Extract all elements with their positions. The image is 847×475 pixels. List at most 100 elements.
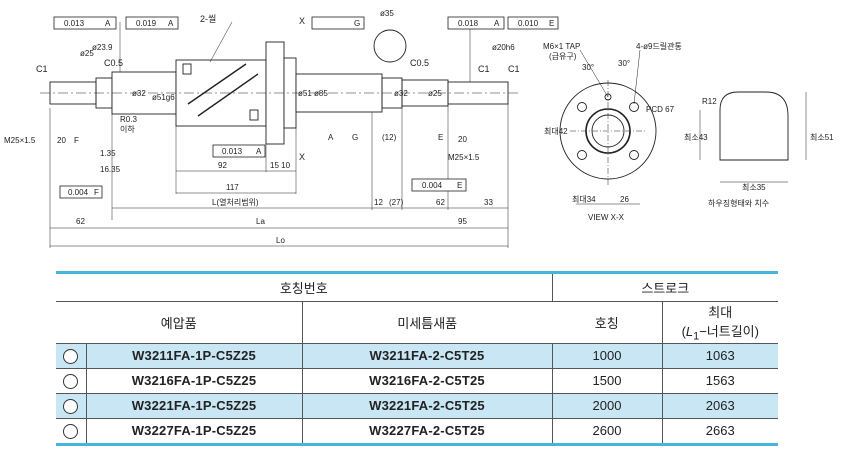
datum-a: A: [328, 133, 334, 142]
table-row: W3211FA-1P-C5Z25 W3211FA-2-C5T25 1000 10…: [56, 343, 779, 369]
dia-85: ø85: [314, 89, 328, 98]
table-row: W3221FA-1P-C5Z25 W3221FA-2-C5T25 2000 20…: [56, 393, 779, 419]
header-max-sub-index: 1: [693, 330, 700, 343]
preload-part: W3216FA-1P-C5Z25: [85, 368, 302, 394]
ball-screw-drawing: 0.013 A 0.019 A 0.018 A 0.010 E G 0.013 …: [4, 9, 834, 248]
header-max-sub-rest: −너트길이): [699, 324, 759, 339]
dim-20-left: 20: [57, 136, 66, 145]
dia-23-9: ø23.9: [92, 43, 113, 52]
dia-20h6: ø20h6: [492, 43, 515, 52]
dia-25-left: ø25: [80, 49, 94, 58]
row-select-radio[interactable]: [56, 393, 86, 419]
table-row: W3227FA-1P-C5Z25 W3227FA-2-C5T25 2600 26…: [56, 418, 779, 446]
max-42: 최대42: [544, 126, 568, 136]
c1-right: C1: [478, 64, 490, 74]
c1-left: C1: [36, 64, 48, 74]
tol-datum-g: G: [354, 19, 360, 28]
max-stroke: 2063: [661, 393, 779, 419]
tol-datum-2: A: [168, 19, 174, 28]
micro-part: W3211FA-2-C5T25: [301, 343, 553, 369]
la-label: La: [256, 217, 265, 226]
header-stroke: 스트로크: [551, 271, 779, 302]
header-max-sub: (L1−너트길이): [663, 321, 779, 343]
table-row: W3216FA-1P-C5Z25 W3216FA-2-C5T25 1500 15…: [56, 368, 779, 394]
row-select-radio[interactable]: [56, 418, 86, 446]
view-title: VIEW X-X: [588, 213, 625, 222]
thread-left: M25×1.5: [4, 136, 36, 145]
header-part-number: 호칭번호: [56, 271, 553, 302]
lo-label: Lo: [276, 236, 285, 245]
dim-16-35: 16.35: [100, 165, 121, 174]
dim-26: 26: [620, 195, 629, 204]
tap-sub-label: (급유구): [549, 52, 577, 61]
technical-drawing: 0.013 A 0.019 A 0.018 A 0.010 E G 0.013 …: [4, 9, 834, 248]
micro-part: W3216FA-2-C5T25: [301, 368, 553, 394]
housing-shape: [719, 91, 789, 161]
datum-g: G: [352, 133, 358, 142]
tol-datum-5: A: [256, 147, 262, 156]
section-circle: [373, 29, 407, 63]
angle-2: 30°: [618, 59, 630, 68]
dia-51: ø51: [298, 89, 312, 98]
tap-label: M6×1 TAP: [543, 42, 580, 51]
dim-33: 33: [484, 198, 493, 207]
dia-35: ø35: [380, 9, 394, 18]
c1-right2: C1: [508, 64, 520, 74]
dim-12: 12: [374, 198, 383, 207]
dim-95: 95: [458, 217, 467, 226]
preload-part: W3221FA-1P-C5Z25: [85, 393, 302, 419]
preload-part: W3227FA-1P-C5Z25: [85, 418, 302, 446]
spec-table-wrapper: 호칭번호 스트로크 호칭 최대 (L1−너트길이) 예압품 미세틈새품 W321…: [56, 271, 779, 446]
radio-icon[interactable]: [63, 348, 79, 364]
micro-part: W3227FA-2-C5T25: [301, 418, 553, 446]
header-nominal: 호칭: [552, 301, 663, 344]
thread-length-label: L(열처리범위): [212, 197, 259, 207]
header-max-sub-l: L: [685, 324, 694, 339]
header-preload: 예압품: [56, 301, 302, 344]
dia-32-left: ø32: [132, 89, 146, 98]
tol-frame-2: 0.019: [136, 19, 157, 28]
nominal-stroke: 1500: [551, 368, 663, 394]
dim-62-left: 62: [76, 217, 85, 226]
pcd-label: PCD 67: [646, 105, 675, 114]
r03-label: R0.3: [120, 115, 137, 124]
tol-frame-7: 0.004: [68, 188, 89, 197]
dim-62-right: 62: [436, 198, 445, 207]
dim-20-right: 20: [458, 135, 467, 144]
tol-datum-6: E: [457, 181, 462, 190]
radio-icon[interactable]: [63, 398, 79, 414]
tol-datum-4: E: [549, 19, 554, 28]
tol-datum-1: A: [105, 19, 111, 28]
tol-frame-1: 0.013: [64, 19, 85, 28]
dim-117: 117: [226, 183, 239, 192]
c05-right: C0.5: [410, 58, 429, 68]
datum-f: F: [74, 136, 79, 145]
tol-frame-6: 0.004: [422, 181, 443, 190]
max-stroke: 1063: [661, 343, 779, 369]
section-x-bottom: X: [299, 152, 305, 162]
row-select-radio[interactable]: [56, 368, 86, 394]
thread-right: M25×1.5: [448, 153, 480, 162]
r12-label: R12: [702, 97, 717, 106]
dia-25-right: ø25: [428, 89, 442, 98]
dia-32-right: ø32: [394, 89, 408, 98]
radio-icon[interactable]: [63, 373, 79, 389]
row-select-radio[interactable]: [56, 343, 86, 369]
nominal-stroke: 2600: [551, 418, 663, 446]
micro-part: W3221FA-2-C5T25: [301, 393, 553, 419]
header-max: 최대 (L1−너트길이): [661, 301, 779, 344]
radio-icon[interactable]: [63, 423, 79, 439]
preload-part: W3211FA-1P-C5Z25: [85, 343, 302, 369]
dia-51g6: ø51g6: [152, 93, 175, 102]
header-max-label: 최대: [708, 305, 733, 320]
header-micro: 미세틈새품: [301, 301, 553, 344]
max-stroke: 1563: [661, 368, 779, 394]
nominal-stroke: 1000: [551, 343, 663, 369]
tol-frame-5: 0.013: [222, 147, 243, 156]
housing-caption: 하우징형태와 치수: [708, 198, 769, 208]
min-51: 최소51: [810, 132, 834, 142]
r03-sub-label: 이하: [120, 124, 135, 134]
angle-1: 30°: [582, 63, 594, 72]
dim-92: 92: [218, 161, 227, 170]
tol-datum-7: F: [94, 188, 99, 197]
